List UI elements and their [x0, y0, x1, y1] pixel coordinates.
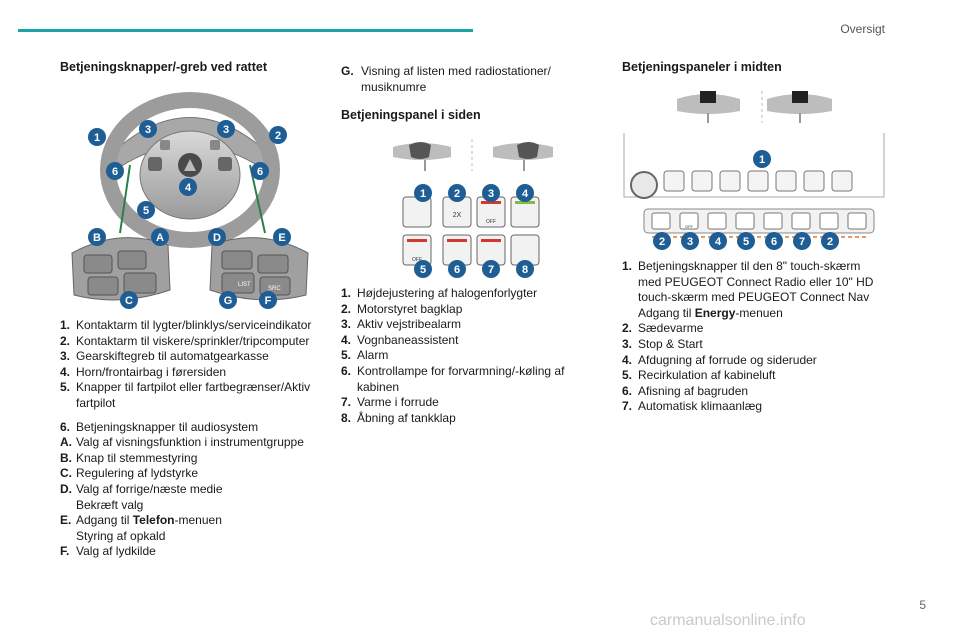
- section-title: Oversigt: [840, 22, 885, 36]
- badge-5: 5: [143, 205, 149, 217]
- list-item: B.Knap til stemmestyring: [60, 450, 198, 465]
- center-panel-figure: OFF 1 2 3 4 5 6 7 2: [623, 91, 885, 250]
- badge-6: 6: [454, 264, 460, 276]
- side-panel-figure: 2X OFF OFF 1 2 3 4 5 6 7 8: [393, 139, 553, 278]
- list-item: A.Valg af visningsfunktion i instrumentg…: [60, 435, 304, 450]
- label-2x: 2X: [453, 212, 462, 219]
- badge-F: F: [265, 295, 272, 307]
- badge-8: 8: [522, 264, 528, 276]
- label-off-c: OFF: [685, 224, 694, 229]
- badge-C: C: [125, 295, 133, 307]
- badge-2: 2: [454, 188, 460, 200]
- list-item: 1.Højdejustering af halogenforlygter: [341, 286, 538, 300]
- list-item: F.Valg af lydkilde: [60, 544, 156, 559]
- side-panel-heading: Betjeningspanel i siden: [341, 108, 481, 122]
- badge-3: 3: [488, 188, 494, 200]
- badge-6a: 6: [112, 166, 118, 178]
- badge-1: 1: [759, 154, 765, 166]
- list-item: 6.Kontrollampe for forvarmning/-køling a…: [341, 363, 565, 394]
- badge-2: 2: [275, 130, 281, 142]
- list-item: 3.Gearskiftegreb til automatgearkasse: [60, 349, 269, 364]
- list-item: 5.Recirkulation af kabineluft: [622, 368, 776, 383]
- list-item: 3.Stop & Start: [622, 336, 703, 351]
- badge-1: 1: [94, 132, 100, 144]
- badge-1: 1: [420, 188, 426, 200]
- label-off-b: OFF: [412, 257, 422, 263]
- steering-heading: Betjeningsknapper/-greb ved rattet: [60, 60, 267, 74]
- label-off-a: OFF: [486, 219, 496, 225]
- list-item: 6.Betjeningsknapper til audiosystem: [60, 419, 259, 434]
- badge-4: 4: [715, 236, 722, 248]
- badge-6: 6: [771, 236, 777, 248]
- steering-list: 1.Kontaktarm til lygter/blinklys/service…: [60, 318, 322, 560]
- badge-6b: 6: [257, 166, 263, 178]
- list-item: 6.Afisning af bagruden: [622, 383, 749, 398]
- badge-4: 4: [185, 182, 192, 194]
- badge-E: E: [278, 232, 285, 244]
- list-item: 2.Sædevarme: [622, 321, 704, 336]
- list-item: 2.Kontaktarm til viskere/sprinkler/tripc…: [60, 333, 310, 348]
- center-panels-list: 1.Betjeningsknapper til den 8" touch-skæ…: [622, 259, 884, 415]
- badge-3b: 3: [223, 124, 229, 136]
- header-accent-bar: [18, 29, 473, 32]
- badge-3: 3: [687, 236, 693, 248]
- list-item: 5.Knapper til fartpilot eller fartbegræn…: [60, 380, 311, 410]
- list-item: 5.Alarm: [341, 348, 389, 363]
- list-item: 1.Betjeningsknapper til den 8" touch-skæ…: [622, 259, 874, 320]
- center-panels-heading: Betjeningspaneler i midten: [622, 60, 782, 74]
- list-item: 4.Horn/frontairbag i førersiden: [60, 364, 227, 379]
- side-panel-list: 1.Højdejustering af halogenforlygter 2.M…: [341, 286, 581, 426]
- badge-2: 2: [659, 236, 665, 248]
- list-item: 1.Kontaktarm til lygter/blinklys/service…: [60, 318, 312, 332]
- badge-B: B: [93, 232, 101, 244]
- badge-2b: 2: [827, 236, 833, 248]
- list-item: 7.Varme i forrude: [341, 395, 439, 410]
- list-item: 7.Automatisk klimaanlæg: [622, 399, 763, 414]
- watermark: carmanualsonline.info: [650, 612, 806, 629]
- src-label: SRC: [268, 286, 281, 292]
- page-number: 5: [919, 598, 926, 612]
- list-item: 2.Motorstyret bagklap: [341, 301, 463, 316]
- badge-A: A: [156, 232, 164, 244]
- list-item: C.Regulering af lydstyrke: [60, 466, 199, 481]
- badge-7: 7: [488, 264, 494, 276]
- list-item: 8.Åbning af tankklap: [341, 410, 456, 425]
- list-label: LIST: [238, 282, 251, 288]
- g-item: G.Visning af listen med radiostationer/ …: [341, 64, 571, 95]
- badge-5: 5: [743, 236, 749, 248]
- badge-G: G: [224, 295, 233, 307]
- badge-3a: 3: [145, 124, 151, 136]
- badge-D: D: [213, 232, 221, 244]
- list-item: G.Visning af listen med radiostationer/ …: [341, 64, 551, 94]
- list-item: 4.Vognbaneassistent: [341, 332, 459, 347]
- badge-4: 4: [522, 188, 529, 200]
- badge-7: 7: [799, 236, 805, 248]
- badge-5: 5: [420, 264, 426, 276]
- list-item: 4.Afdugning af forrude og sideruder: [622, 352, 817, 367]
- list-item: 3.Aktiv vejstribealarm: [341, 317, 462, 332]
- steering-wheel-figure: LIST SRC 1 3 3 2 6 6 4 5 B A D E C G F: [71, 92, 309, 309]
